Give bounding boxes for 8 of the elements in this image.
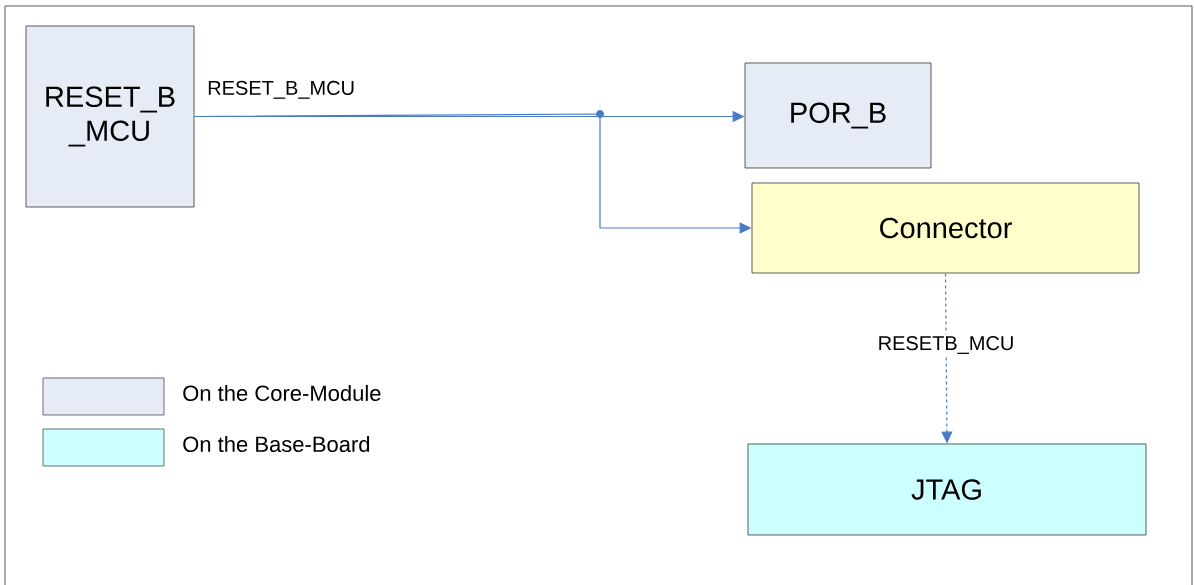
legend-label: On the Core-Module [183, 384, 381, 402]
legend-label: On the Base-Board [183, 435, 370, 453]
edge-label: RESETB_MCU [875, 334, 1017, 356]
block-box: JTAG [747, 443, 1147, 536]
block-box: POR_B [744, 62, 932, 169]
block-box: Connector [751, 182, 1140, 274]
edge-label: RESET_B_MCU [205, 78, 357, 101]
block-box: RESET_B _MCU [25, 25, 195, 208]
